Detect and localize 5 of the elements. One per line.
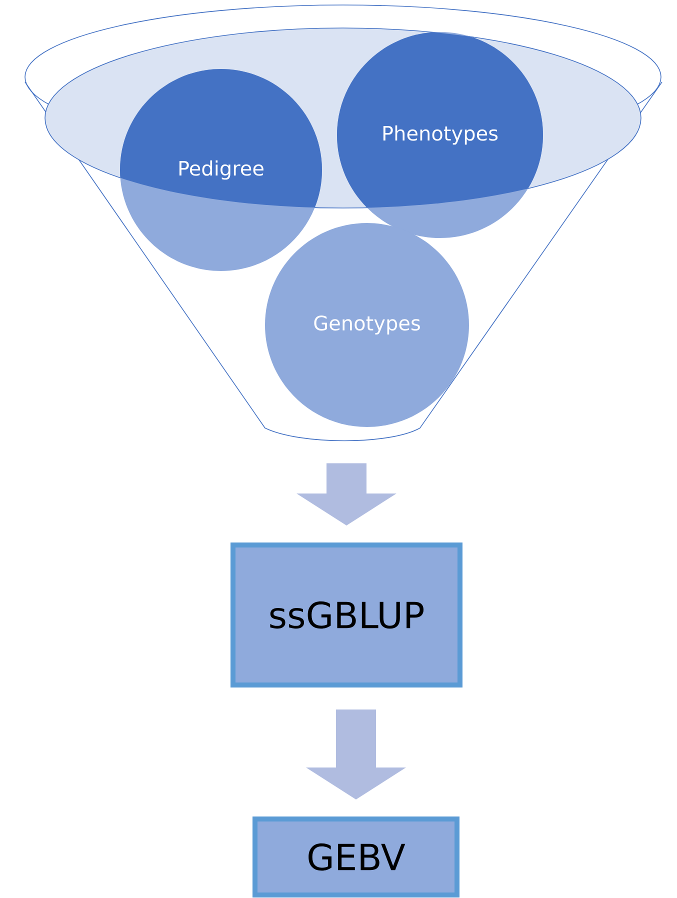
process-box: GEBV [252,816,460,898]
arrow [306,710,406,800]
process-box: ssGBLUP [230,542,462,688]
node-label: Genotypes [314,316,420,335]
arrow [296,463,396,526]
